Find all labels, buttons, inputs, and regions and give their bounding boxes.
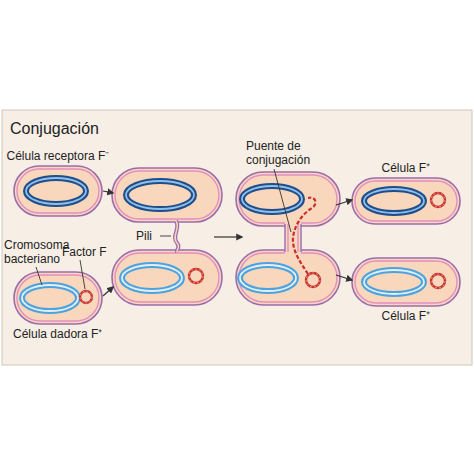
chromosome — [22, 285, 78, 311]
chromosome — [26, 178, 86, 204]
cell — [236, 250, 340, 305]
step-arrow — [336, 200, 352, 205]
panel — [2, 110, 472, 365]
cell — [112, 250, 222, 305]
pilus-core — [175, 221, 179, 252]
step-arrow — [103, 287, 113, 296]
chromosome — [126, 181, 194, 209]
chromosome — [242, 186, 302, 212]
callout-label: Puente de conjugación — [246, 139, 346, 167]
chromosome — [122, 265, 182, 291]
plasmid — [431, 274, 445, 288]
cell-label: Célula F⁺ — [382, 309, 431, 323]
callout-label: Pili — [136, 229, 160, 243]
cell-label: Célula receptora F⁻ — [7, 149, 110, 163]
diagram-title: Conjugación — [10, 120, 99, 138]
transferred-strand — [293, 198, 316, 274]
plasmid — [80, 291, 92, 303]
plasmid — [306, 273, 320, 287]
callout-label: Factor F — [62, 245, 122, 259]
leader-line — [36, 267, 42, 285]
plasmid — [431, 193, 445, 207]
cell-label: Célula dadora F⁺ — [13, 327, 102, 341]
cell-node: Célula F⁺ — [352, 258, 460, 323]
leader-line — [80, 260, 85, 289]
cell — [236, 172, 340, 226]
cell-node: Célula receptora F⁻ — [7, 149, 110, 216]
leader-line — [160, 236, 171, 237]
cell — [14, 166, 102, 216]
step-arrow — [214, 236, 242, 237]
chromosome — [364, 270, 424, 294]
cell — [352, 258, 460, 306]
pilus — [175, 221, 179, 252]
step-arrow — [336, 275, 352, 280]
cell — [352, 178, 460, 224]
plasmid — [189, 269, 203, 283]
cell-node: Célula dadora F⁺ — [13, 272, 103, 341]
cell-label: Célula F⁺ — [382, 161, 431, 175]
chromosome — [240, 265, 296, 291]
cell — [14, 272, 102, 324]
step-arrow — [103, 191, 113, 193]
cell-node: Célula F⁺ — [352, 161, 460, 224]
cell — [112, 168, 222, 222]
leader-line — [274, 169, 291, 232]
chromosome — [364, 189, 424, 213]
